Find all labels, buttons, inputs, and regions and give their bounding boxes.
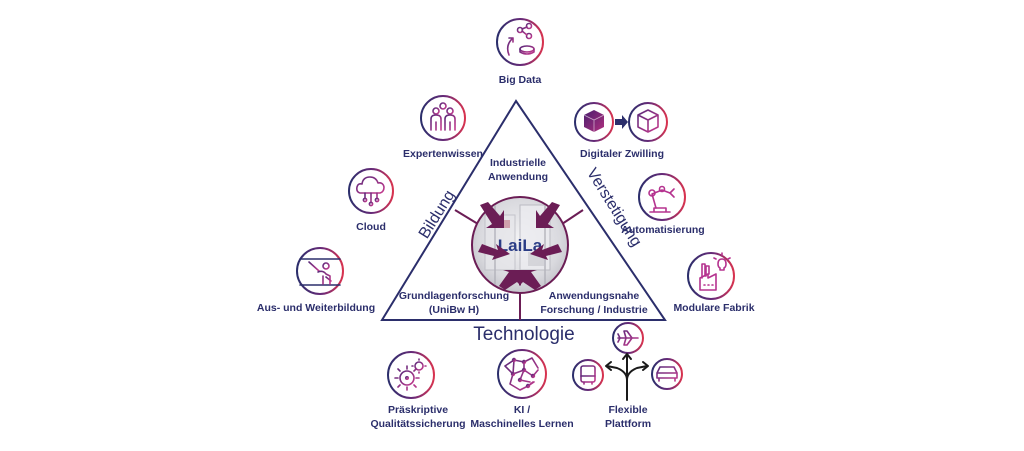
- corner-bottom-right-line1: Anwendungsnahe: [549, 290, 640, 302]
- inward-arrows: [478, 202, 562, 290]
- node-cloud[interactable]: Cloud: [348, 168, 394, 233]
- arrow-top-right-icon: [536, 202, 560, 228]
- edge-label-left: Bildung: [416, 187, 459, 241]
- airplane-icon: [617, 330, 639, 346]
- car-icon: [656, 366, 678, 382]
- experts-icon: [430, 102, 456, 131]
- center-hub[interactable]: LaiLa: [471, 196, 569, 294]
- edge-label-bottom: Technologie: [473, 324, 574, 345]
- corner-bottom-left-line1: Grundlagenforschung: [399, 290, 509, 302]
- bus-icon: [580, 365, 596, 385]
- node-expertenwissen[interactable]: Expertenwissen: [403, 95, 483, 160]
- robot-arm-icon: [648, 185, 675, 213]
- node-label: Modulare Fabrik: [673, 302, 754, 314]
- factory-icon: [699, 252, 731, 291]
- corner-bottom-left-line2: (UniBw H): [429, 304, 479, 316]
- node-label: Expertenwissen: [403, 148, 483, 160]
- connector-right: [561, 209, 584, 225]
- arrow-right-icon: [530, 244, 562, 260]
- arrow-top-left-icon: [480, 202, 504, 228]
- node-qualitaetssicherung[interactable]: Präskriptive Qualitätssicherung: [370, 351, 466, 430]
- node-label: Digitaler Zwilling: [580, 148, 664, 160]
- arrow-bottom-left-icon: [499, 270, 521, 290]
- corner-bottom-right: Anwendungsnahe Forschung / Industrie: [540, 290, 647, 316]
- neural-network-icon: [504, 357, 539, 391]
- node-label: Big Data: [499, 74, 542, 86]
- node-weiterbildung[interactable]: Aus- und Weiterbildung: [257, 247, 375, 314]
- branching-arrows-icon: [605, 353, 649, 401]
- node-label: Aus- und Weiterbildung: [257, 302, 375, 314]
- physical-cube-icon: [583, 110, 605, 132]
- node-label-line1: Flexible: [608, 404, 647, 416]
- node-big-data[interactable]: Big Data: [496, 18, 544, 86]
- big-data-icon: [506, 22, 535, 56]
- node-label-line2: Maschinelles Lernen: [470, 418, 573, 430]
- corner-top-line1: Industrielle: [490, 157, 546, 169]
- digital-cube-icon: [637, 109, 659, 133]
- node-ki[interactable]: KI / Maschinelles Lernen: [470, 349, 574, 430]
- edge-label-right: Verstetigung: [583, 165, 645, 249]
- cloud-icon: [356, 176, 385, 207]
- node-label: Automatisierung: [621, 224, 704, 236]
- corner-bottom-left: Grundlagenforschung (UniBw H): [399, 290, 509, 316]
- arrow-bottom-right-icon: [519, 270, 541, 290]
- node-modulare-fabrik[interactable]: Modulare Fabrik: [673, 252, 755, 314]
- arrow-right-icon: [615, 115, 628, 129]
- node-digitaler-zwilling[interactable]: Digitaler Zwilling: [574, 102, 668, 160]
- node-label-line2: Qualitätssicherung: [370, 418, 465, 430]
- arrow-left-icon: [478, 244, 510, 260]
- corner-bottom-right-line2: Forschung / Industrie: [540, 304, 647, 316]
- center-connectors: [454, 209, 584, 320]
- connector-left: [454, 209, 479, 225]
- node-label-line2: Plattform: [605, 418, 651, 430]
- triangle: [380, 99, 667, 321]
- node-label-line1: KI /: [514, 404, 530, 416]
- node-flexible-plattform[interactable]: Flexible Plattform: [572, 322, 683, 430]
- node-automatisierung[interactable]: Automatisierung: [621, 173, 705, 236]
- gears-icon: [394, 358, 427, 391]
- center-label: LaiLa: [498, 236, 543, 255]
- node-label: Cloud: [356, 221, 386, 233]
- corner-top-line2: Anwendung: [488, 171, 548, 183]
- node-label-line1: Präskriptive: [388, 404, 448, 416]
- corner-top: Industrielle Anwendung: [488, 157, 548, 183]
- teacher-icon: [299, 258, 341, 286]
